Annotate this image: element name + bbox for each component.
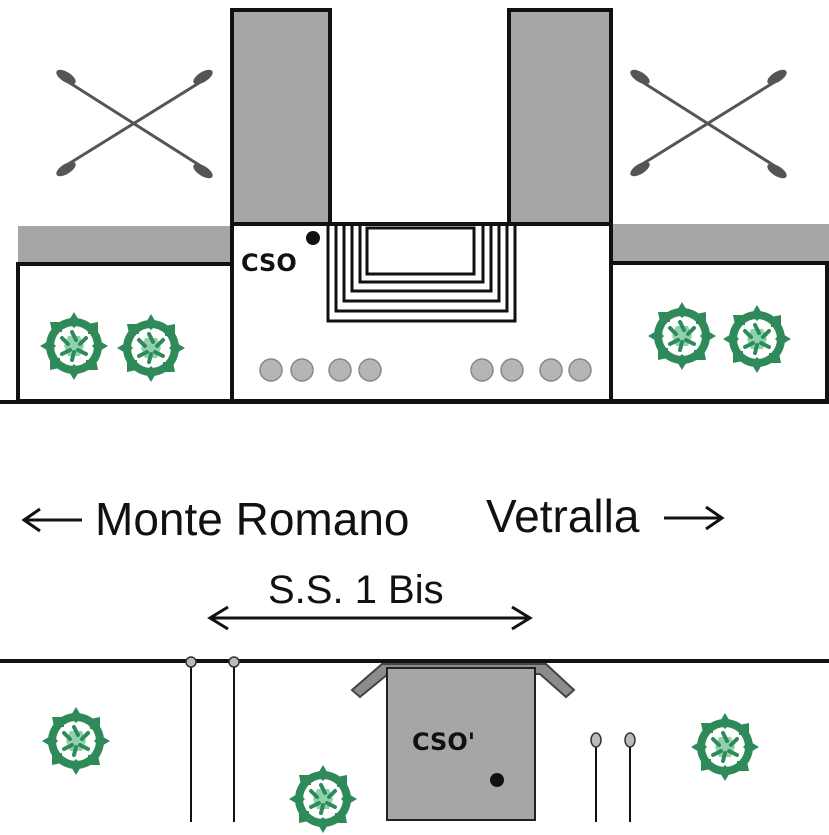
double-arrow-icon [207, 605, 533, 631]
lower-building [386, 667, 536, 821]
streetlight-icon [185, 656, 197, 822]
floodlight-icon [259, 358, 283, 382]
tree-icon [38, 310, 110, 382]
floodlight-icon [358, 358, 382, 382]
right-roof [611, 224, 829, 263]
streetlight-icon [590, 732, 602, 822]
right-tower [507, 8, 613, 226]
left-arrow-icon [21, 507, 82, 533]
tree-icon [40, 705, 112, 777]
right-building [609, 261, 829, 403]
cso-prime-point-marker [490, 773, 504, 787]
floodlight-icon [500, 358, 524, 382]
direction-labels: Monte Romano Vetralla S.S. 1 Bis [21, 490, 725, 631]
staircase [326, 222, 517, 323]
monte-romano-label: Monte Romano [95, 493, 410, 545]
left-roof [18, 226, 232, 264]
antenna-right-icon [630, 69, 787, 179]
floodlight-icon [568, 358, 592, 382]
tree-icon [721, 303, 793, 375]
left-tower [230, 8, 332, 226]
lower-site: CSO' [0, 656, 829, 835]
floodlight-icon [328, 358, 352, 382]
vetralla-label: Vetralla [486, 490, 640, 542]
tree-icon [689, 711, 761, 783]
road-label: S.S. 1 Bis [268, 568, 444, 612]
streetlight-icon [624, 732, 636, 822]
antenna-left-icon [56, 69, 213, 179]
tree-icon [646, 300, 718, 372]
tree-icon [287, 763, 359, 835]
floodlight-row [259, 358, 592, 382]
tree-icon [115, 312, 187, 384]
cso-point-marker [306, 231, 320, 245]
cso-label: CSO [241, 249, 297, 277]
streetlight-icon [228, 656, 240, 822]
right-arrow-icon [664, 505, 725, 531]
upper-site: CSO [0, 8, 829, 404]
floodlight-icon [290, 358, 314, 382]
floodlight-icon [470, 358, 494, 382]
floodlight-icon [539, 358, 563, 382]
cso-prime-label: CSO' [412, 728, 475, 756]
